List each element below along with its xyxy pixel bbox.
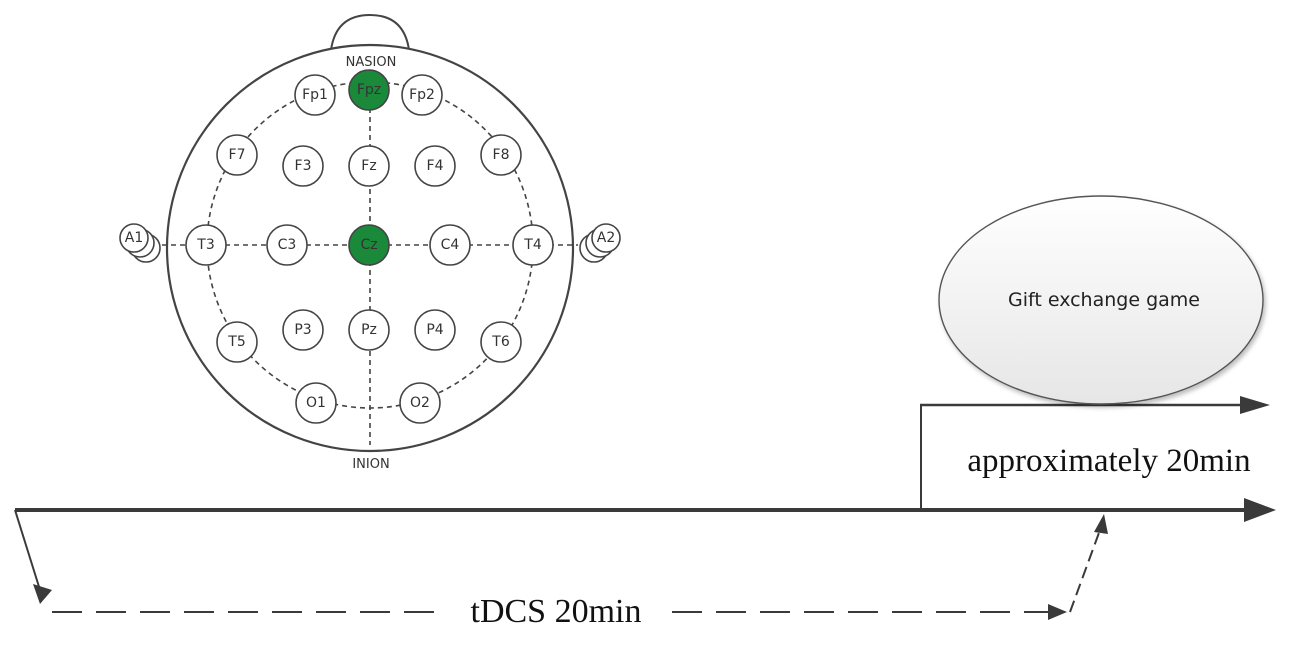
electrode-circle: [266, 224, 308, 266]
electrode-label: C3: [278, 237, 297, 253]
electrode-fp1: Fp1: [294, 74, 336, 116]
electrode-fpz: Fpz: [348, 69, 390, 111]
electrode-label: F8: [493, 147, 510, 163]
electrode-label: O2: [410, 395, 430, 411]
electrode-label: O1: [306, 395, 326, 411]
electrode-o1: O1: [295, 382, 337, 424]
electrode-label: Fp2: [409, 87, 435, 103]
electrode-circle: [185, 224, 227, 266]
electrode-t5: T5: [216, 321, 258, 363]
electrode-f8: F8: [480, 134, 522, 176]
electrode-t6: T6: [480, 321, 522, 363]
game-duration-label: approximately 20min: [967, 443, 1250, 479]
electrode-label: Fz: [361, 158, 376, 174]
electrode-t3: T3: [185, 224, 227, 266]
left-ear: A1: [119, 223, 161, 263]
electrode-circle: [414, 309, 456, 351]
right-ear: A2: [579, 223, 621, 263]
electrode-circle: [295, 382, 337, 424]
nasion-label: NASION: [346, 55, 397, 70]
electrode-f7: F7: [216, 134, 258, 176]
electrode-circle: [282, 145, 324, 187]
tdcs-label: tDCS 20min: [471, 593, 642, 630]
electrode-label: F7: [229, 147, 246, 163]
electrode-pz: Pz: [348, 309, 390, 351]
electrode-label: T6: [491, 334, 510, 350]
electrode-p3: P3: [282, 309, 324, 351]
tdcs-bracket-arrowhead-end: [1048, 604, 1067, 620]
electrode-label: P4: [426, 322, 443, 338]
electrode-fz: Fz: [348, 145, 390, 187]
electrode-label: Cz: [360, 237, 377, 253]
game-ellipse: [938, 195, 1264, 405]
electrode-circle: [348, 309, 390, 351]
tdcs-bracket-arrowhead-top: [1094, 514, 1108, 534]
electrode-cz: Cz: [348, 224, 390, 266]
game-step-arrowhead: [1240, 396, 1270, 414]
electrode-circle: [480, 134, 522, 176]
electrode-circle: [512, 224, 554, 266]
electrode-f3: F3: [282, 145, 324, 187]
electrode-c4: C4: [429, 224, 471, 266]
electrode-label: Pz: [361, 322, 377, 338]
electrode-label: T3: [196, 237, 214, 253]
electrode-circle: [294, 74, 336, 116]
start-tick: [14, 509, 41, 591]
electrode-circle: [401, 74, 443, 116]
electrode-circle: [216, 321, 258, 363]
electrode-circle: [414, 145, 456, 187]
electrode-label: T4: [523, 237, 542, 253]
electrode-circle: [282, 309, 324, 351]
electrode-p4: P4: [414, 309, 456, 351]
electrode-c3: C3: [266, 224, 308, 266]
tdcs-bracket: [52, 529, 1101, 613]
electrode-label: Fpz: [357, 82, 381, 98]
electrode-label: C4: [441, 237, 460, 253]
electrode-circle: [348, 69, 390, 111]
game-label: Gift exchange game: [1008, 289, 1200, 311]
electrode-t4: T4: [512, 224, 554, 266]
ear-label-a1: A1: [125, 230, 143, 246]
electrode-circle: [348, 145, 390, 187]
electrode-circle: [429, 224, 471, 266]
electrode-circle: [480, 321, 522, 363]
electrode-f4: F4: [414, 145, 456, 187]
ear-label-a2: A2: [597, 230, 615, 246]
timeline: Gift exchange game approximately 20min t…: [14, 195, 1276, 630]
electrode-label: F4: [427, 158, 444, 174]
electrode-circle: [348, 224, 390, 266]
electrode-label: Fp1: [302, 87, 328, 103]
nose-shape: [330, 13, 410, 51]
inion-label: INION: [352, 457, 389, 472]
electrode-label: T5: [227, 334, 245, 350]
electrode-label: F3: [295, 158, 312, 174]
electrode-fp2: Fp2: [401, 74, 443, 116]
electrode-circle: [216, 134, 258, 176]
electrode-circle: [399, 382, 441, 424]
electrode-label: P3: [294, 322, 311, 338]
start-tick-arrowhead: [33, 584, 52, 604]
main-timeline-arrowhead: [1244, 498, 1276, 522]
electrode-o2: O2: [399, 382, 441, 424]
